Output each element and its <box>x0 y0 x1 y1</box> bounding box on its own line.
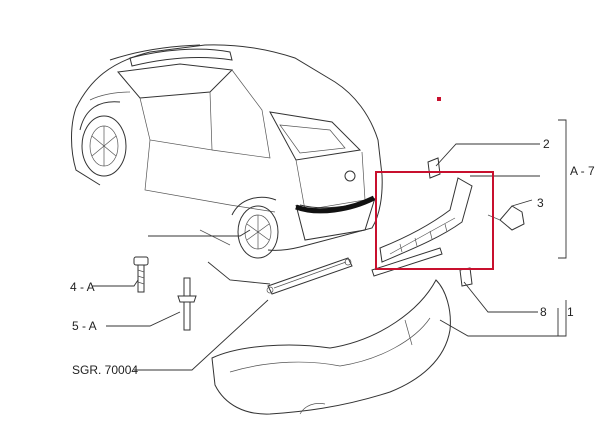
label-item-5a: 5 - A <box>72 319 97 333</box>
exploded-bumper-parts <box>133 157 525 415</box>
car-outline <box>71 44 383 259</box>
leader-lines <box>92 119 567 371</box>
label-item-4a: 4 - A <box>70 280 95 294</box>
label-item-1: 1 <box>567 305 574 319</box>
marker-dot <box>437 97 441 101</box>
highlight-frame <box>375 171 494 270</box>
label-item-a7: A - 7 <box>570 164 595 178</box>
drawing-reference: SGR. 70004 <box>72 363 138 377</box>
label-item-2: 2 <box>543 137 550 151</box>
label-item-8: 8 <box>540 305 547 319</box>
label-item-3: 3 <box>537 196 544 210</box>
